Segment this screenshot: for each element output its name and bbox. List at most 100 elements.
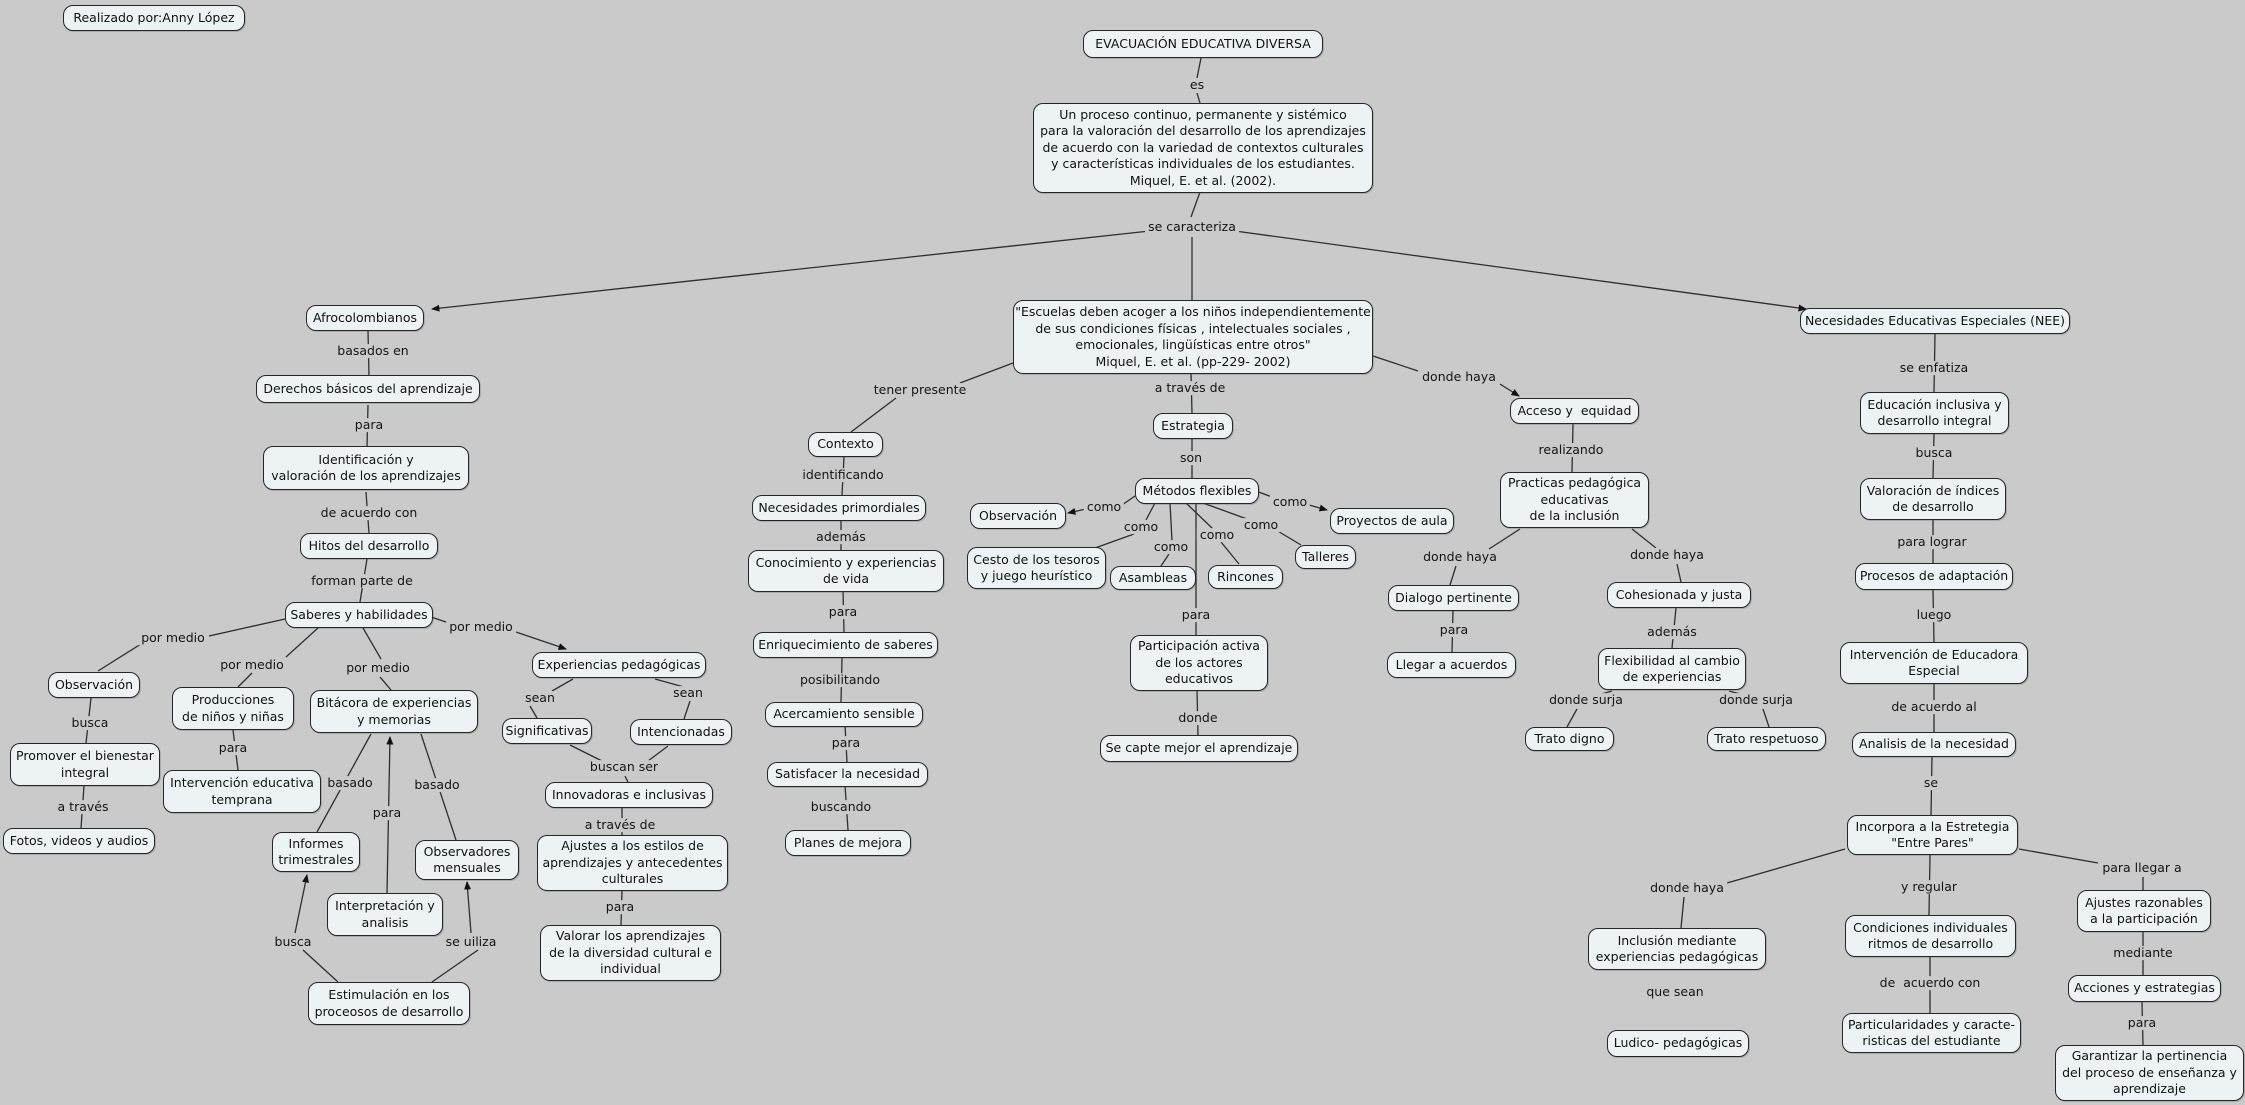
edge-label: son bbox=[1176, 451, 1206, 465]
concept-node-saberes[interactable]: Saberes y habilidades bbox=[285, 602, 433, 628]
concept-node-necesidades-primordiales[interactable]: Necesidades primordiales bbox=[752, 495, 926, 521]
concept-node-significativas[interactable]: Significativas bbox=[502, 718, 592, 744]
concept-node-fotos-videos[interactable]: Fotos, videos y audios bbox=[3, 828, 155, 854]
edge-label: además bbox=[813, 530, 869, 544]
edge-label: basado bbox=[411, 778, 463, 792]
edge-label: donde surja bbox=[1716, 693, 1796, 707]
concept-node-innovadoras[interactable]: Innovadoras e inclusivas bbox=[545, 782, 713, 808]
concept-node-credit[interactable]: Realizado por:Anny López bbox=[63, 5, 245, 31]
concept-node-escuelas[interactable]: "Escuelas deben acoger a los niños indep… bbox=[1013, 300, 1373, 374]
concept-node-intencionadas[interactable]: Intencionadas bbox=[630, 719, 732, 745]
concept-node-identificacion[interactable]: Identificación y valoración de los apren… bbox=[263, 446, 469, 490]
concept-node-hitos[interactable]: Hitos del desarrollo bbox=[300, 533, 438, 559]
concept-node-inclusion-experiencias[interactable]: Inclusión mediante experiencias pedagógi… bbox=[1588, 928, 1766, 970]
connector-line bbox=[302, 949, 339, 983]
connector-line bbox=[97, 643, 142, 672]
concept-node-ajustes-estilos[interactable]: Ajustes a los estilos de aprendizajes y … bbox=[537, 835, 728, 891]
connector-line bbox=[1067, 507, 1087, 515]
concept-node-metodos-flexibles[interactable]: Métodos flexibles bbox=[1135, 478, 1259, 504]
concept-node-capte-aprendizaje[interactable]: Se capte mejor el aprendizaje bbox=[1100, 735, 1298, 762]
connector-line bbox=[1196, 92, 1201, 104]
connector-line bbox=[1762, 708, 1770, 728]
concept-node-nee[interactable]: Necesidades Educativas Especiales (NEE) bbox=[1800, 308, 2070, 334]
edge-label: para bbox=[369, 806, 405, 820]
edge-label: para bbox=[1178, 608, 1214, 622]
concept-node-educacion-inclusiva[interactable]: Educación inclusiva y desarrollo integra… bbox=[1860, 392, 2009, 434]
concept-node-promover-bienestar[interactable]: Promover el bienestar integral bbox=[10, 743, 160, 786]
connector-line bbox=[959, 362, 1014, 384]
edge-label: se bbox=[1920, 776, 1942, 790]
concept-node-garantizar[interactable]: Garantizar la pertinencia del proceso de… bbox=[2055, 1045, 2244, 1101]
connector-line bbox=[1372, 355, 1419, 372]
concept-node-definition[interactable]: Un proceso continuo, permanente y sistém… bbox=[1033, 103, 1373, 193]
concept-node-observacion-1[interactable]: Observación bbox=[48, 672, 140, 698]
edge-label: y regular bbox=[1897, 880, 1961, 894]
connector-line bbox=[362, 627, 382, 660]
concept-node-dialogo[interactable]: Dialogo pertinente bbox=[1388, 585, 1519, 611]
edge-label: para bbox=[602, 900, 638, 914]
concept-node-flexibilidad[interactable]: Flexibilidad al cambio de experiencias bbox=[1598, 648, 1746, 690]
concept-node-acceso-equidad[interactable]: Acceso y equidad bbox=[1510, 398, 1639, 424]
concept-node-estimulacion[interactable]: Estimulación en los proceosos de desarro… bbox=[308, 982, 470, 1025]
edge-label: a través de bbox=[581, 818, 659, 832]
concept-node-acciones-estrategias[interactable]: Acciones y estrategias bbox=[2068, 975, 2221, 1002]
connector-line bbox=[683, 700, 691, 720]
concept-node-valorar-aprendizajes[interactable]: Valorar los aprendizajes de la diversida… bbox=[540, 925, 721, 981]
concept-node-intervencion-educadora[interactable]: Intervención de Educadora Especial bbox=[1840, 642, 2028, 684]
concept-node-ludico[interactable]: Ludico- pedagógicas bbox=[1607, 1030, 1749, 1057]
edge-label: a través bbox=[54, 800, 112, 814]
concept-node-ajustes-razonables[interactable]: Ajustes razonables a la participación bbox=[2077, 890, 2211, 932]
connector-line bbox=[850, 397, 897, 433]
concept-node-title[interactable]: EVACUACIÓN EDUCATIVA DIVERSA bbox=[1083, 30, 1323, 58]
edge-label: donde haya bbox=[1647, 881, 1727, 895]
concept-node-producciones[interactable]: Producciones de niños y niñas bbox=[172, 687, 294, 730]
concept-node-interpretacion[interactable]: Interpretación y analisis bbox=[327, 893, 443, 936]
connector-line bbox=[1488, 528, 1521, 550]
concept-node-incorpora-estrategia[interactable]: Incorpora a la Estretegia "Entre Pares" bbox=[1847, 815, 2018, 855]
edge-label: luego bbox=[1913, 608, 1955, 622]
connector-line bbox=[294, 874, 309, 934]
concept-node-particularidades[interactable]: Particularidades y caracte- risticas del… bbox=[1842, 1013, 2021, 1053]
connector-line bbox=[512, 630, 567, 650]
concept-node-valoracion-indices[interactable]: Valoración de índices de desarrollo bbox=[1860, 478, 2006, 520]
concept-node-observadores[interactable]: Observadores mensuales bbox=[415, 840, 519, 880]
connector-line bbox=[1160, 553, 1170, 567]
concept-node-rincones[interactable]: Rincones bbox=[1208, 565, 1283, 589]
concept-node-experiencias-pedagogicas[interactable]: Experiencias pedagógicas bbox=[532, 652, 706, 678]
connector-line bbox=[1676, 563, 1682, 583]
concept-node-trato-respetuoso[interactable]: Trato respetuoso bbox=[1707, 727, 1826, 751]
concept-node-intervencion-temprana[interactable]: Intervención educativa temprana bbox=[163, 770, 321, 813]
connector-line bbox=[2018, 848, 2099, 864]
concept-node-condiciones-individuales[interactable]: Condiciones individuales ritmos de desar… bbox=[1845, 915, 2016, 957]
concept-node-asambleas[interactable]: Asambleas bbox=[1110, 566, 1196, 590]
concept-node-afrocolombianos[interactable]: Afrocolombianos bbox=[306, 305, 424, 331]
concept-node-procesos-adaptacion[interactable]: Procesos de adaptación bbox=[1855, 563, 2013, 590]
concept-node-trato-digno[interactable]: Trato digno bbox=[1525, 727, 1614, 751]
connector-line bbox=[1185, 502, 1214, 530]
concept-node-planes-mejora[interactable]: Planes de mejora bbox=[785, 830, 911, 856]
concept-node-analisis-necesidad[interactable]: Analisis de la necesidad bbox=[1852, 732, 2016, 757]
concept-node-bitacora[interactable]: Bitácora de experiencias y memorias bbox=[310, 690, 478, 733]
concept-node-derechos-basicos[interactable]: Derechos básicos del aprendizaje bbox=[256, 375, 480, 403]
concept-node-llegar-acuerdos[interactable]: Llegar a acuerdos bbox=[1387, 652, 1516, 678]
concept-node-conocimiento[interactable]: Conocimiento y experiencias de vida bbox=[748, 550, 944, 592]
edge-label: donde surja bbox=[1546, 693, 1626, 707]
connector-line bbox=[1220, 541, 1240, 565]
concept-node-proyectos-aula[interactable]: Proyectos de aula bbox=[1330, 508, 1454, 534]
concept-node-cohesionada[interactable]: Cohesionada y justa bbox=[1607, 582, 1751, 608]
concept-node-observacion-2[interactable]: Observación bbox=[970, 503, 1066, 529]
edge-label: se caracteriza bbox=[1145, 220, 1239, 234]
concept-node-enriquecimiento[interactable]: Enriquecimiento de saberes bbox=[753, 632, 938, 658]
concept-node-informes[interactable]: Informes trimestrales bbox=[272, 832, 360, 872]
connector-line bbox=[1202, 502, 1248, 520]
concept-node-satisfacer[interactable]: Satisfacer la necesidad bbox=[767, 762, 928, 787]
concept-node-cesto[interactable]: Cesto de los tesoros y juego heurístico bbox=[967, 547, 1106, 589]
concept-node-talleres[interactable]: Talleres bbox=[1295, 545, 1356, 569]
concept-node-practicas-pedagogicas[interactable]: Practicas pedagógica educativas de la in… bbox=[1500, 472, 1649, 528]
concept-node-contexto[interactable]: Contexto bbox=[808, 432, 883, 457]
edge-label: como bbox=[1269, 495, 1311, 509]
concept-node-estrategia[interactable]: Estrategia bbox=[1153, 413, 1233, 439]
concept-node-participacion-activa[interactable]: Participación activa de los actores educ… bbox=[1130, 635, 1268, 691]
concept-node-acercamiento[interactable]: Acercamiento sensible bbox=[765, 702, 923, 727]
